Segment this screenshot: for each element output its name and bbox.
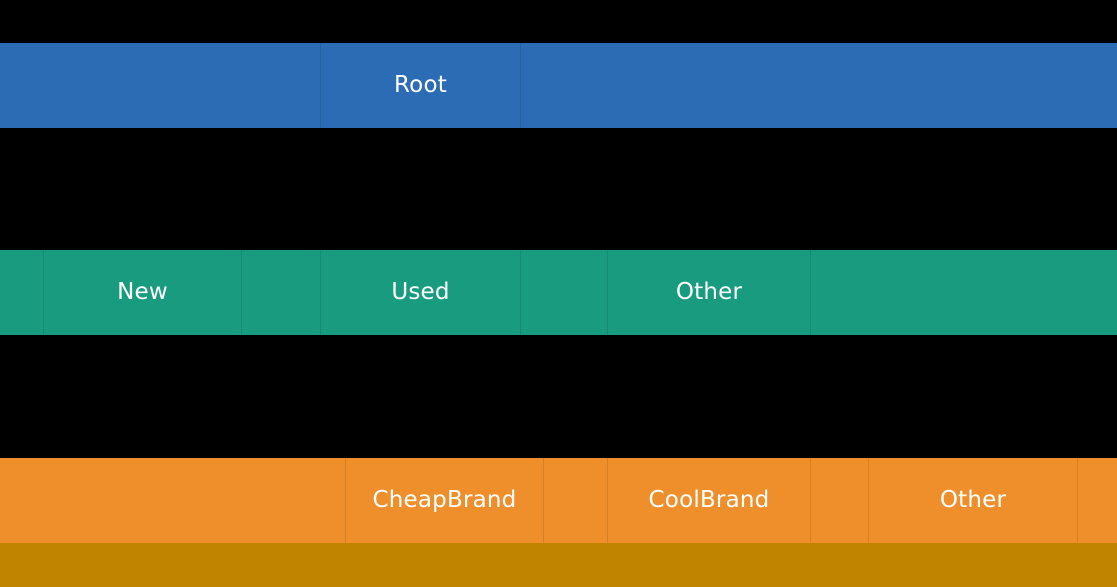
chart-node[interactable] — [810, 458, 868, 543]
chart-node[interactable]: CoolBrand — [607, 458, 810, 543]
chart-node-label: New — [117, 279, 168, 305]
chart-node[interactable] — [0, 250, 43, 335]
chart-level-3 — [0, 543, 1117, 587]
chart-node[interactable]: New — [43, 250, 241, 335]
chart-node[interactable] — [1077, 458, 1117, 543]
chart-node-label: Other — [675, 279, 743, 305]
chart-node[interactable] — [520, 43, 1117, 128]
chart-node-label: CheapBrand — [372, 487, 517, 513]
chart-node[interactable]: CheapBrand — [345, 458, 543, 543]
chart-level-1: New Used Other — [0, 250, 1117, 335]
chart-node[interactable] — [543, 458, 607, 543]
chart-node-label: Other — [939, 487, 1007, 513]
chart-node[interactable]: Used — [320, 250, 520, 335]
chart-node[interactable] — [0, 43, 320, 128]
chart-node-label: Root — [394, 72, 447, 98]
chart-level-2: CheapBrand CoolBrand Other — [0, 458, 1117, 543]
chart-node[interactable]: Root — [320, 43, 520, 128]
chart-node[interactable] — [810, 250, 1117, 335]
chart-node[interactable] — [0, 543, 1117, 587]
chart-node[interactable]: Other — [607, 250, 810, 335]
chart-node[interactable] — [0, 458, 345, 543]
chart-node[interactable] — [241, 250, 320, 335]
chart-node-label: Used — [391, 279, 450, 305]
chart-node[interactable]: Other — [868, 458, 1077, 543]
chart-node[interactable] — [520, 250, 607, 335]
chart-node-label: CoolBrand — [648, 487, 770, 513]
chart-level-0: Root — [0, 43, 1117, 128]
